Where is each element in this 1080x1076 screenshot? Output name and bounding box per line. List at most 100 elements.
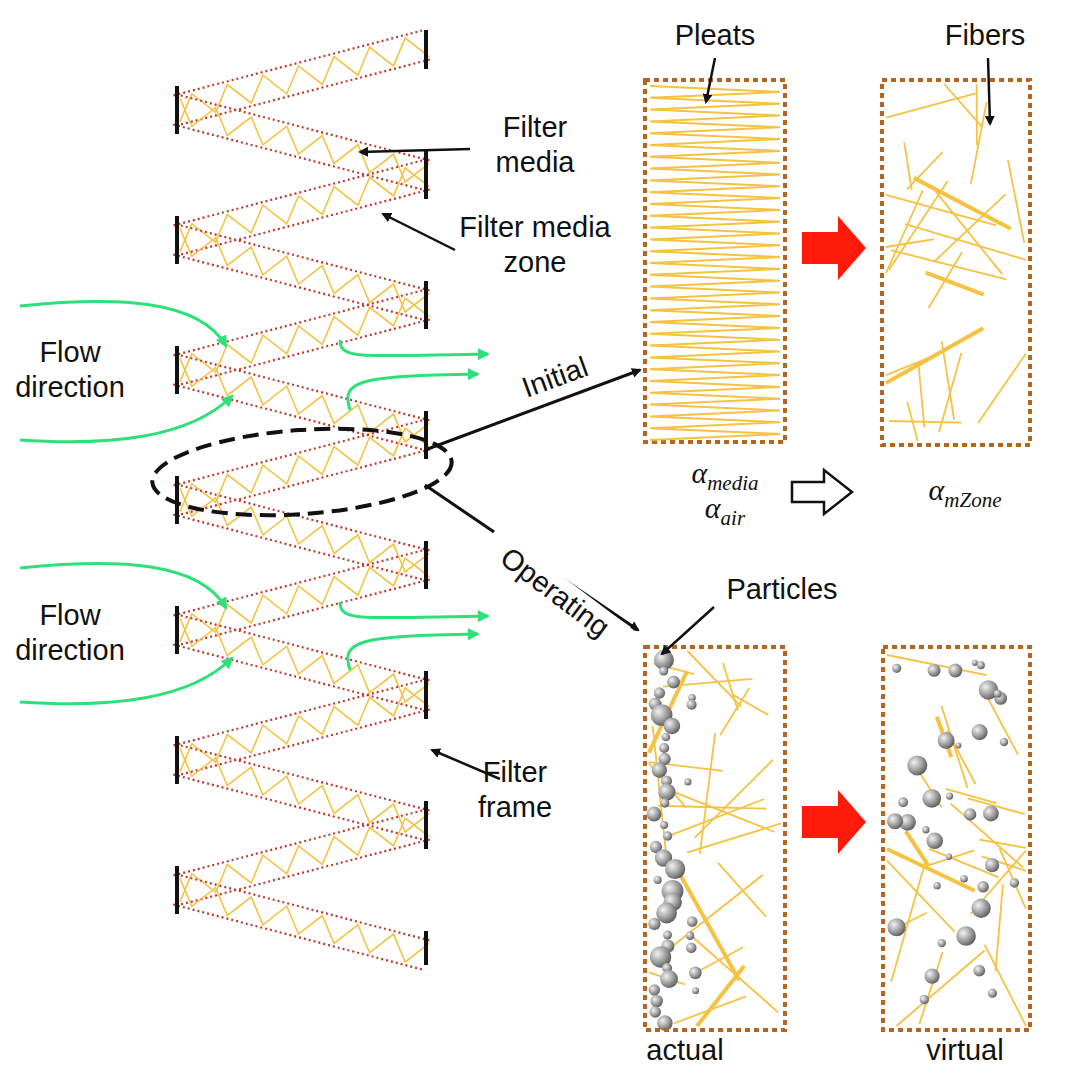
pleats — [650, 86, 780, 440]
fiber — [896, 951, 984, 1026]
particle — [1010, 878, 1019, 887]
media-zone-border — [173, 385, 422, 450]
fiber — [951, 804, 1023, 868]
media-zone-border — [173, 810, 422, 875]
fiber — [929, 252, 963, 308]
media-zone-border — [173, 125, 422, 190]
filter-frame — [175, 216, 179, 264]
filter-frame — [424, 541, 428, 589]
particle — [898, 797, 908, 807]
media-zone-border — [181, 745, 430, 810]
particle — [948, 664, 962, 678]
fiber — [979, 840, 1026, 848]
particle — [920, 995, 929, 1004]
label-text: Particles — [702, 572, 862, 607]
particle — [988, 989, 997, 998]
particle — [648, 918, 660, 930]
label-text: Pleats — [655, 18, 775, 53]
fiber — [886, 195, 996, 226]
particle — [687, 916, 698, 927]
particle — [907, 755, 927, 775]
particle — [922, 789, 941, 808]
particle — [654, 687, 665, 698]
particle — [887, 813, 903, 829]
red-arrow — [802, 216, 866, 854]
particle — [665, 859, 685, 879]
media-zone-border — [173, 775, 422, 840]
fiber — [985, 945, 1026, 1026]
particle — [659, 743, 669, 753]
particle — [973, 965, 985, 977]
label-text: Filter media — [465, 110, 605, 180]
particle — [960, 875, 968, 883]
fiber — [662, 787, 774, 832]
particle — [922, 826, 929, 833]
fiber — [886, 239, 934, 247]
volume-fraction-symbol: αmedia — [660, 455, 790, 496]
fiber — [919, 952, 942, 1024]
particle — [946, 854, 952, 860]
particle — [647, 807, 662, 822]
filter-frame — [175, 736, 179, 784]
particle — [964, 808, 976, 820]
fiber — [933, 188, 1002, 274]
particle — [649, 1006, 661, 1018]
fiber — [946, 789, 997, 803]
fiber — [927, 850, 974, 865]
label-text: actual — [630, 1033, 740, 1068]
particle — [692, 987, 699, 994]
fiber — [886, 190, 923, 273]
particle — [686, 942, 697, 953]
particle — [686, 931, 695, 940]
particle — [660, 970, 678, 988]
particle — [658, 783, 675, 800]
filter-frame — [175, 346, 179, 394]
particle — [983, 806, 999, 822]
particle — [994, 690, 1002, 698]
particle — [660, 798, 669, 807]
particle — [924, 968, 939, 983]
fiber — [934, 194, 1006, 262]
particle — [887, 918, 905, 936]
fiber — [887, 849, 975, 891]
fiber — [697, 966, 744, 1026]
particle — [664, 718, 681, 735]
pleat-zigzag — [180, 688, 429, 772]
particle — [667, 676, 680, 689]
filter-frame — [175, 606, 179, 654]
fiber — [718, 863, 766, 917]
media-zone-border — [181, 485, 430, 550]
fiber — [978, 353, 1026, 423]
particle — [946, 792, 953, 799]
fiber — [905, 224, 1026, 260]
fiber — [723, 663, 738, 711]
particle — [977, 881, 989, 893]
particle — [649, 984, 660, 995]
particle — [662, 733, 671, 742]
filter-frame — [424, 801, 428, 849]
hollow-arrow — [792, 470, 852, 514]
fiber — [944, 84, 982, 127]
filter-frame — [424, 671, 428, 719]
pleat-zigzag — [180, 558, 429, 642]
particle — [684, 778, 691, 785]
media-zone-border — [173, 905, 422, 970]
fiber — [700, 733, 715, 854]
particle — [652, 762, 667, 777]
pleat-zigzag — [180, 298, 429, 382]
fiber — [886, 328, 983, 383]
fiber — [939, 353, 961, 432]
filter-frame — [424, 281, 428, 329]
particle — [971, 724, 987, 740]
particle — [663, 931, 672, 940]
particle — [650, 995, 663, 1008]
volume-fraction-symbol: αmZone — [900, 472, 1030, 513]
pleat-zigzag — [180, 878, 429, 962]
media-zone-border — [173, 645, 422, 710]
particle — [689, 966, 702, 979]
fiber — [720, 688, 749, 735]
media-zone-border — [173, 290, 422, 355]
filter-frame — [175, 866, 179, 914]
pleat-zigzag — [180, 818, 429, 902]
fiber — [695, 760, 773, 838]
